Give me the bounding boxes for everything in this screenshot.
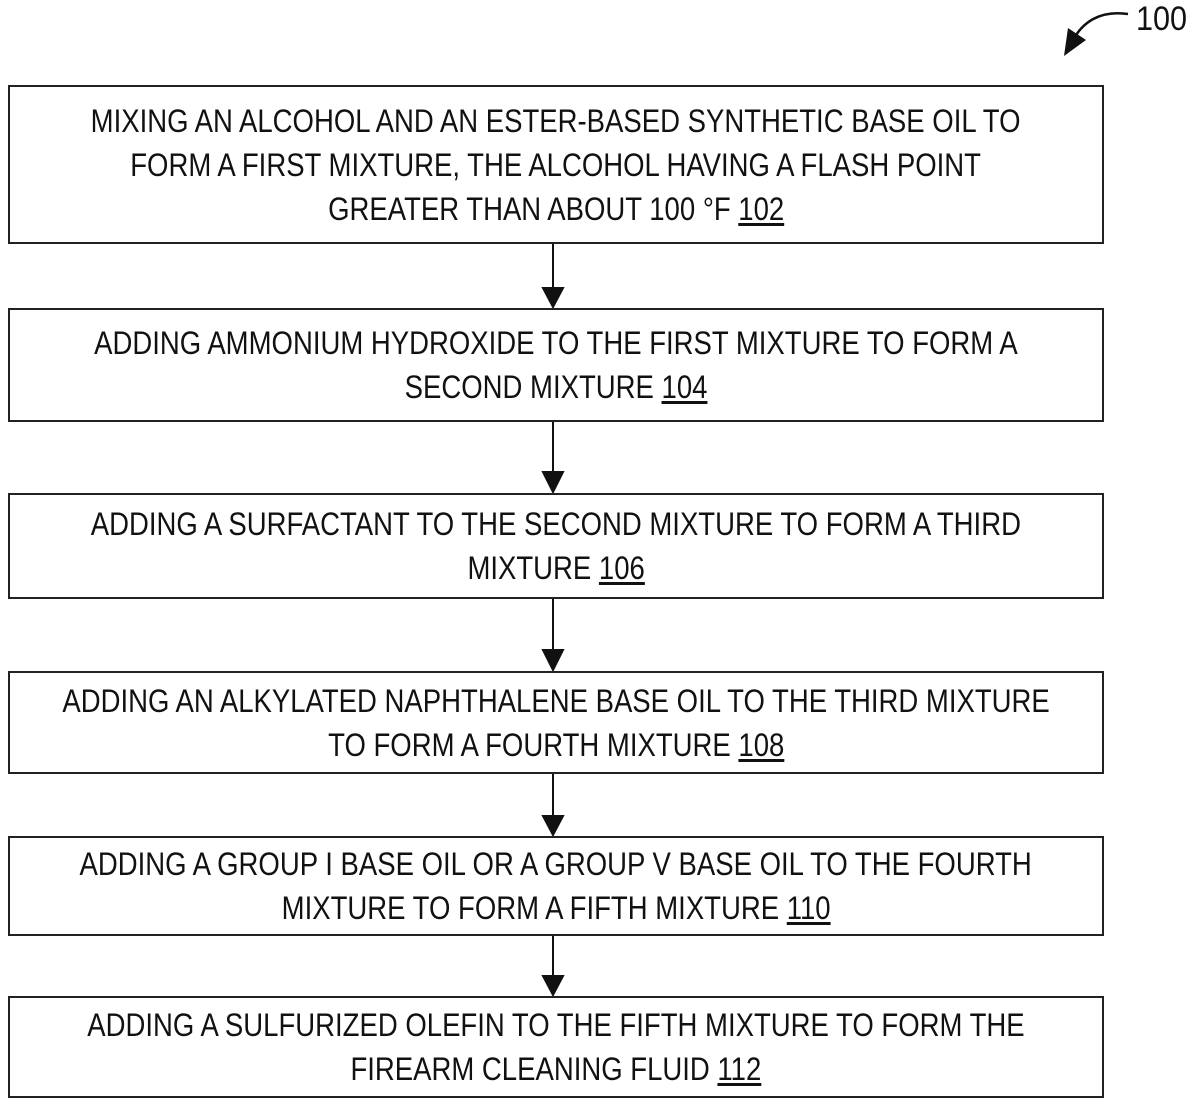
ref-number: 104 [661, 369, 708, 405]
figure-label: 100 [1136, 0, 1188, 38]
step-text: ADDING A SURFACTANT TO THE SECOND MIXTUR… [90, 506, 1022, 542]
ref-number: 106 [598, 550, 645, 586]
ref-number: 108 [738, 726, 785, 763]
step-text: ADDING AMMONIUM HYDROXIDE TO THE FIRST M… [94, 325, 1018, 361]
step-text: FIREARM CLEANING FLUID [350, 1051, 710, 1087]
step-text-last: GREATER THAN ABOUT 100 °F 102 [328, 187, 784, 231]
ref-number: 112 [717, 1051, 762, 1087]
step-text-last: TO FORM A FOURTH MIXTURE 108 [328, 723, 784, 767]
ref-number: 110 [786, 890, 831, 926]
step-text: ADDING AN ALKYLATED NAPHTHALENE BASE OIL… [62, 682, 1050, 719]
step-text: GREATER THAN ABOUT 100 °F [327, 190, 731, 227]
step-text: MIXTURE TO FORM A FIFTH MIXTURE [281, 890, 779, 926]
step-112: ADDING A SULFURIZED OLEFIN TO THE FIFTH … [8, 996, 1104, 1098]
step-text-last: FIREARM CLEANING FLUID 112 [351, 1047, 762, 1091]
step-102: MIXING AN ALCOHOL AND AN ESTER-BASED SYN… [8, 85, 1104, 244]
step-text: FORM A FIRST MIXTURE, THE ALCOHOL HAVING… [130, 146, 982, 183]
step-text-last: MIXTURE TO FORM A FIFTH MIXTURE 110 [282, 886, 831, 930]
step-text: ADDING A GROUP I BASE OIL OR A GROUP V B… [79, 846, 1033, 882]
step-text-last: MIXTURE 106 [467, 546, 644, 590]
step-106: ADDING A SURFACTANT TO THE SECOND MIXTUR… [8, 493, 1104, 599]
ref-number: 102 [738, 190, 785, 227]
step-108: ADDING AN ALKYLATED NAPHTHALENE BASE OIL… [8, 671, 1104, 774]
step-text-last: SECOND MIXTURE 104 [405, 365, 708, 409]
step-104: ADDING AMMONIUM HYDROXIDE TO THE FIRST M… [8, 308, 1104, 422]
step-110: ADDING A GROUP I BASE OIL OR A GROUP V B… [8, 836, 1104, 936]
step-text: SECOND MIXTURE [404, 369, 654, 405]
step-text: TO FORM A FOURTH MIXTURE [327, 726, 731, 763]
step-text: MIXING AN ALCOHOL AND AN ESTER-BASED SYN… [91, 102, 1021, 139]
figure-pointer-arrowhead [1064, 28, 1086, 56]
step-text: MIXTURE [467, 550, 592, 586]
step-text: ADDING A SULFURIZED OLEFIN TO THE FIFTH … [87, 1007, 1025, 1043]
